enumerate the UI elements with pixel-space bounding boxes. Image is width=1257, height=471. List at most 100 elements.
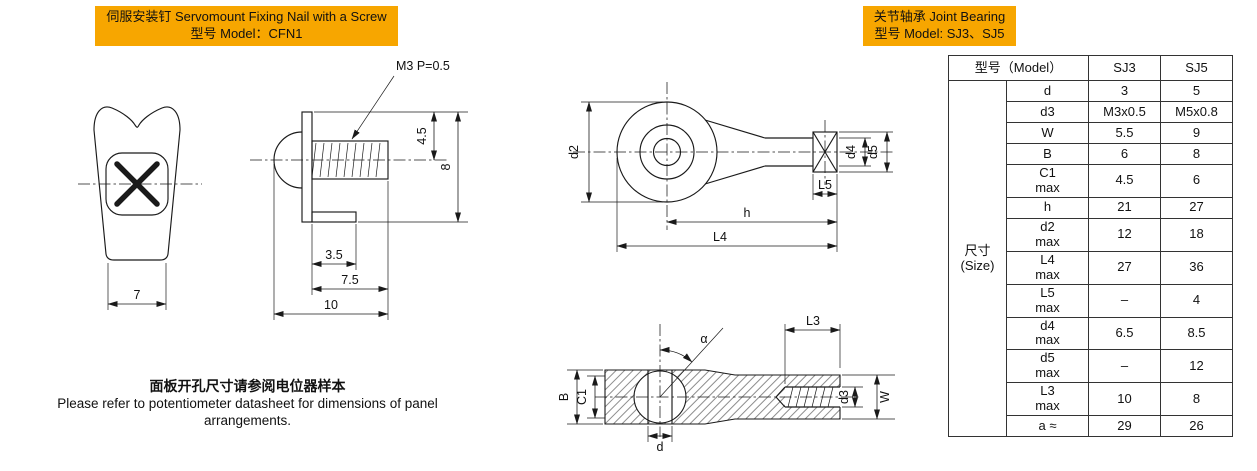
sj3-value: 21 (1088, 196, 1161, 219)
left-section-header: 伺服安装钉 Servomount Fixing Nail with a Scre… (95, 6, 398, 46)
sj5-value: M5x0.8 (1160, 101, 1233, 123)
panel-note-cn: 面板开孔尺寸请参阅电位器样本 (149, 378, 346, 394)
sj5-value: 18 (1160, 217, 1233, 252)
sj3-value: 4.5 (1088, 164, 1161, 198)
sj3-value: M3x0.5 (1088, 101, 1161, 123)
bracket-foot (311, 211, 357, 223)
dim-W: W (842, 374, 895, 420)
spec-table-header-row: 型号（Model） SJ3 SJ5 (948, 55, 1233, 81)
dim-W-label: W (878, 391, 892, 403)
dim-L4-label: L4 (713, 230, 727, 244)
thread-callout: M3 P=0.5 (351, 59, 450, 140)
param-cell: B (1006, 143, 1089, 165)
dim-d: d (647, 426, 673, 454)
left-header-title: 伺服安装钉 Servomount Fixing Nail with a Scre… (106, 9, 387, 24)
param-cell: a ≈ (1006, 415, 1089, 438)
param-cell: d3 (1006, 101, 1089, 123)
phillips-cross-icon (114, 161, 160, 207)
left-header-model: 型号 Model：CFN1 (190, 25, 303, 41)
bore (652, 137, 682, 167)
thread-end-box (812, 131, 838, 173)
panel-note-en: Please refer to potentiometer datasheet … (57, 395, 438, 428)
sj3-value: 6 (1088, 143, 1161, 165)
sj5-value: 5 (1160, 80, 1233, 102)
sj5-value: 4 (1160, 283, 1233, 318)
sj5-value: 27 (1160, 196, 1233, 219)
dim-L3-label: L3 (806, 314, 820, 328)
centerlines (595, 324, 860, 437)
dim-head-height: 4.5 (314, 111, 468, 161)
sj5-value: 8 (1160, 143, 1233, 165)
sj5-value: 8 (1160, 382, 1233, 417)
dim-h-label: h (744, 206, 751, 220)
dim-d3: d3 (837, 386, 863, 408)
sj3-value: – (1088, 283, 1161, 318)
head-outer-ring (616, 101, 718, 203)
sj5-value: 9 (1160, 122, 1233, 144)
nail-front-view-drawing: 7 (78, 106, 202, 310)
shank-outline (704, 119, 813, 185)
sj3-value: – (1088, 349, 1161, 384)
screw-dome-head (273, 131, 303, 189)
dim-C1: C1 (575, 375, 605, 419)
dim-front-width-label: 7 (134, 288, 141, 302)
sj5-value: 12 (1160, 349, 1233, 384)
dim-front-width: 7 (107, 263, 167, 310)
dim-overall-length: 10 (273, 164, 389, 320)
ball-housing (639, 124, 695, 180)
dim-d3-label: d3 (837, 390, 851, 404)
dim-shank-length-label: 7.5 (341, 273, 358, 287)
dim-overall-height-label: 8 (439, 163, 453, 170)
param-cell: h (1006, 196, 1089, 219)
nail-front-outline (93, 106, 181, 261)
sj3-value: 12 (1088, 217, 1161, 252)
nail-side-view-drawing: M3 P=0.5 4.5 8 3.5 7.5 10 (250, 59, 468, 320)
dim-C1-label: C1 (575, 389, 589, 405)
size-label-cell: 尺寸(Size) (948, 79, 1007, 438)
bracket-plate (301, 111, 313, 223)
sj3-value: 6.5 (1088, 316, 1161, 351)
screw-shank (311, 140, 389, 180)
sj5-value: 6 (1160, 164, 1233, 198)
rod-end-section-view-drawing: α L3 B C1 d d3 (557, 314, 895, 454)
thread-leader-line (351, 75, 395, 140)
dim-overall-height: 8 (358, 111, 468, 223)
dim-overall-length-label: 10 (324, 298, 338, 312)
dim-d2-label: d2 (567, 145, 581, 159)
dim-L4: L4 (616, 158, 838, 252)
dim-shank-length: 7.5 (311, 181, 389, 320)
dim-foot-length: 3.5 (311, 224, 357, 295)
dim-foot-length-label: 3.5 (325, 248, 342, 262)
dim-B: B (557, 369, 603, 425)
dim-head-height-label: 4.5 (415, 127, 429, 144)
threaded-hole (775, 386, 842, 408)
sj3-value: 27 (1088, 250, 1161, 285)
dim-d-label: d (657, 440, 664, 454)
dim-d2: d2 (567, 101, 663, 203)
right-header-model: 型号 Model: SJ3、SJ5 (874, 25, 1005, 41)
sj5-value: 26 (1160, 415, 1233, 438)
right-section-header: 关节轴承 Joint Bearing 型号 Model: SJ3、SJ5 (863, 6, 1016, 46)
dim-d5-label: d5 (866, 145, 880, 159)
phillips-recess-outline (105, 152, 169, 216)
rod-end-side-view-drawing: d2 d4 d5 L5 h L4 (567, 82, 893, 252)
param-cell: W (1006, 122, 1089, 144)
model-header-cell: 型号（Model） (948, 55, 1089, 81)
dim-alpha: α (659, 327, 724, 398)
sj5-value: 36 (1160, 250, 1233, 285)
